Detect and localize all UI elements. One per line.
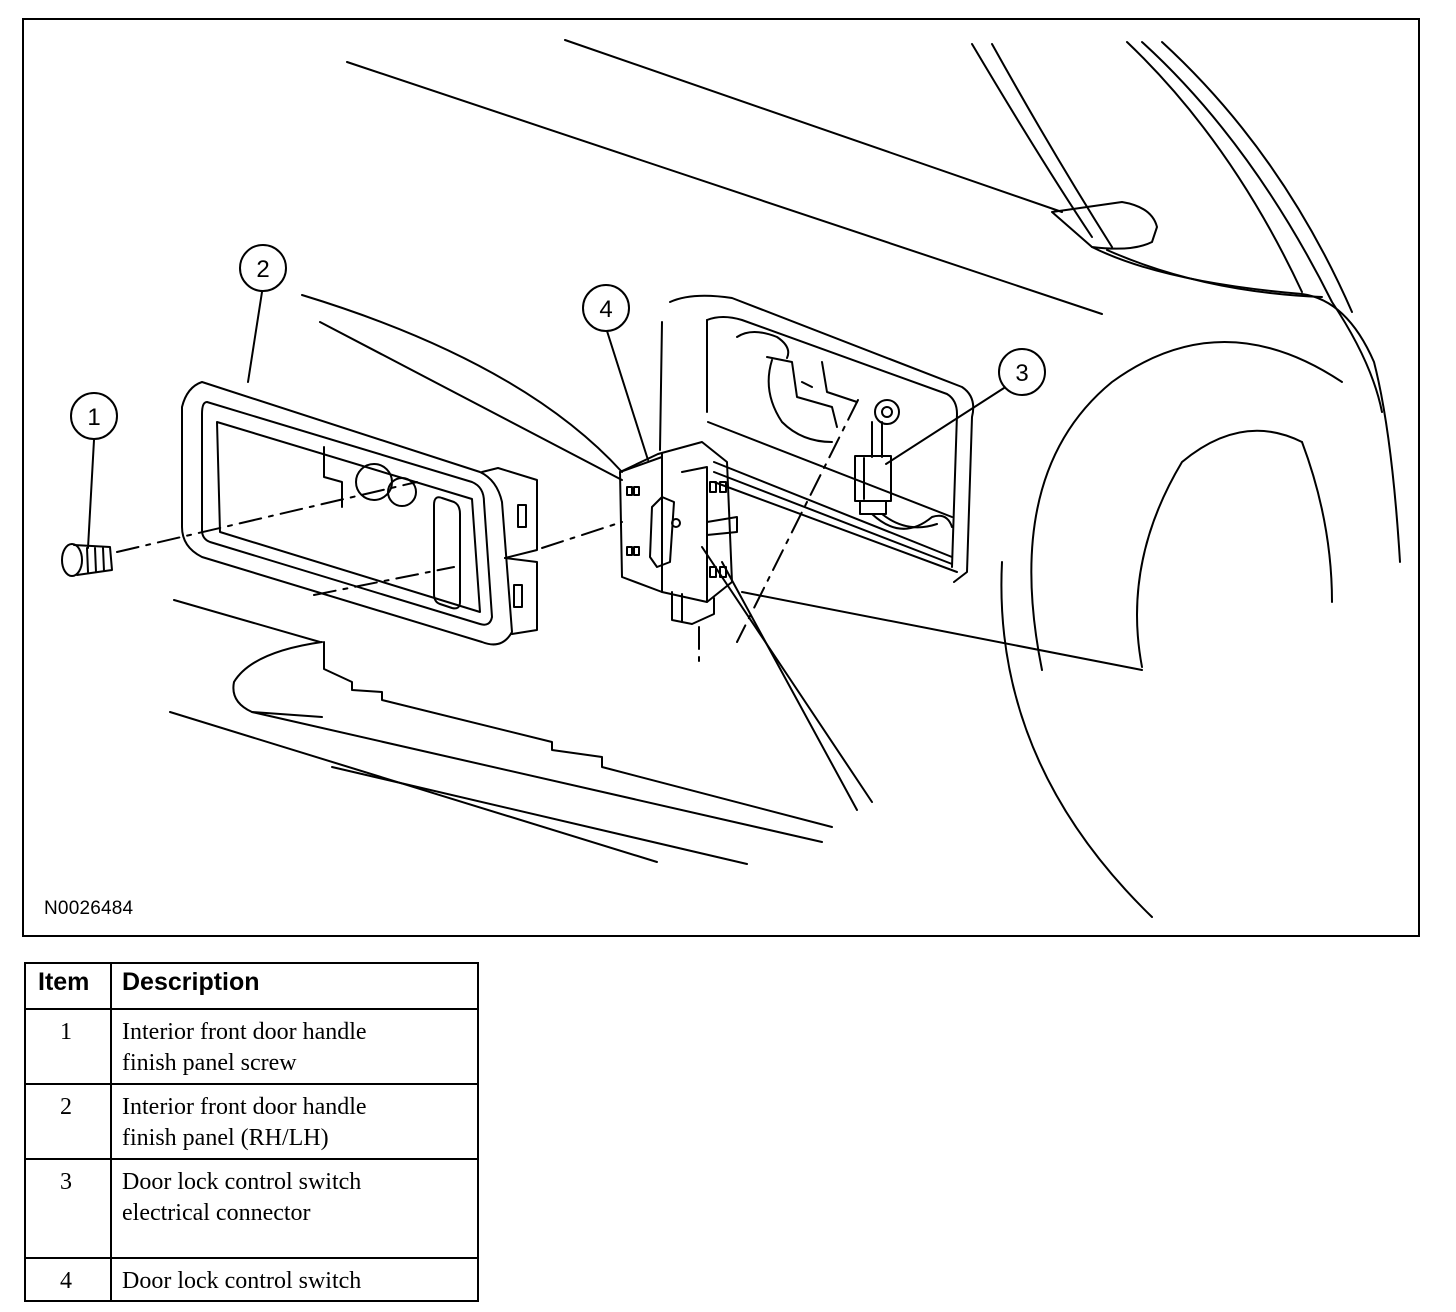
description-line: Door lock control switch xyxy=(122,1169,362,1195)
exploded-view-figure: 1 2 3 4 N0026484 xyxy=(22,18,1420,937)
alignment-lines xyxy=(116,399,859,668)
item-number: 4 xyxy=(24,1257,112,1302)
callout-4: 4 xyxy=(582,284,630,332)
legend-row: 1 Interior front door handle finish pane… xyxy=(24,1008,479,1085)
screw xyxy=(61,543,113,577)
legend-row: 2 Interior front door handle finish pane… xyxy=(24,1083,479,1160)
description-line: electrical connector xyxy=(122,1200,311,1226)
callout-2: 2 xyxy=(239,244,287,292)
callout-4-label: 4 xyxy=(599,296,612,323)
callout-1-label: 1 xyxy=(87,404,100,431)
item-description: Interior front door handle finish panel … xyxy=(110,1008,479,1085)
legend-row: 4 Door lock control switch xyxy=(24,1257,479,1302)
callout-1: 1 xyxy=(70,392,118,440)
description-header: Description xyxy=(110,962,479,1010)
description-line: finish panel screw xyxy=(122,1050,297,1076)
door-panel-lines xyxy=(169,39,1401,918)
description-line: Interior front door handle xyxy=(122,1019,367,1045)
door-lock-switch xyxy=(619,441,738,625)
description-line: Interior front door handle xyxy=(122,1094,367,1120)
finish-panel xyxy=(181,381,538,646)
item-header: Item xyxy=(24,962,112,1010)
item-number: 2 xyxy=(24,1083,112,1160)
item-description: Door lock control switch electrical conn… xyxy=(110,1158,479,1259)
item-number: 1 xyxy=(24,1008,112,1085)
legend-header-row: Item Description xyxy=(24,962,479,1010)
callout-3-label: 3 xyxy=(1015,360,1028,387)
callout-3: 3 xyxy=(998,348,1046,396)
legend-row: 3 Door lock control switch electrical co… xyxy=(24,1158,479,1259)
description-line: finish panel (RH/LH) xyxy=(122,1125,329,1151)
figure-id: N0026484 xyxy=(44,898,134,919)
callout-leaders xyxy=(87,291,1005,549)
item-description: Door lock control switch xyxy=(110,1257,479,1302)
description-line: Door lock control switch xyxy=(122,1268,362,1294)
legend-table: Item Description 1 Interior front door h… xyxy=(24,962,479,1302)
item-description: Interior front door handle finish panel … xyxy=(110,1083,479,1160)
door-diagram: 1 2 3 4 xyxy=(61,39,1401,918)
callout-2-label: 2 xyxy=(256,256,269,283)
item-number: 3 xyxy=(24,1158,112,1259)
